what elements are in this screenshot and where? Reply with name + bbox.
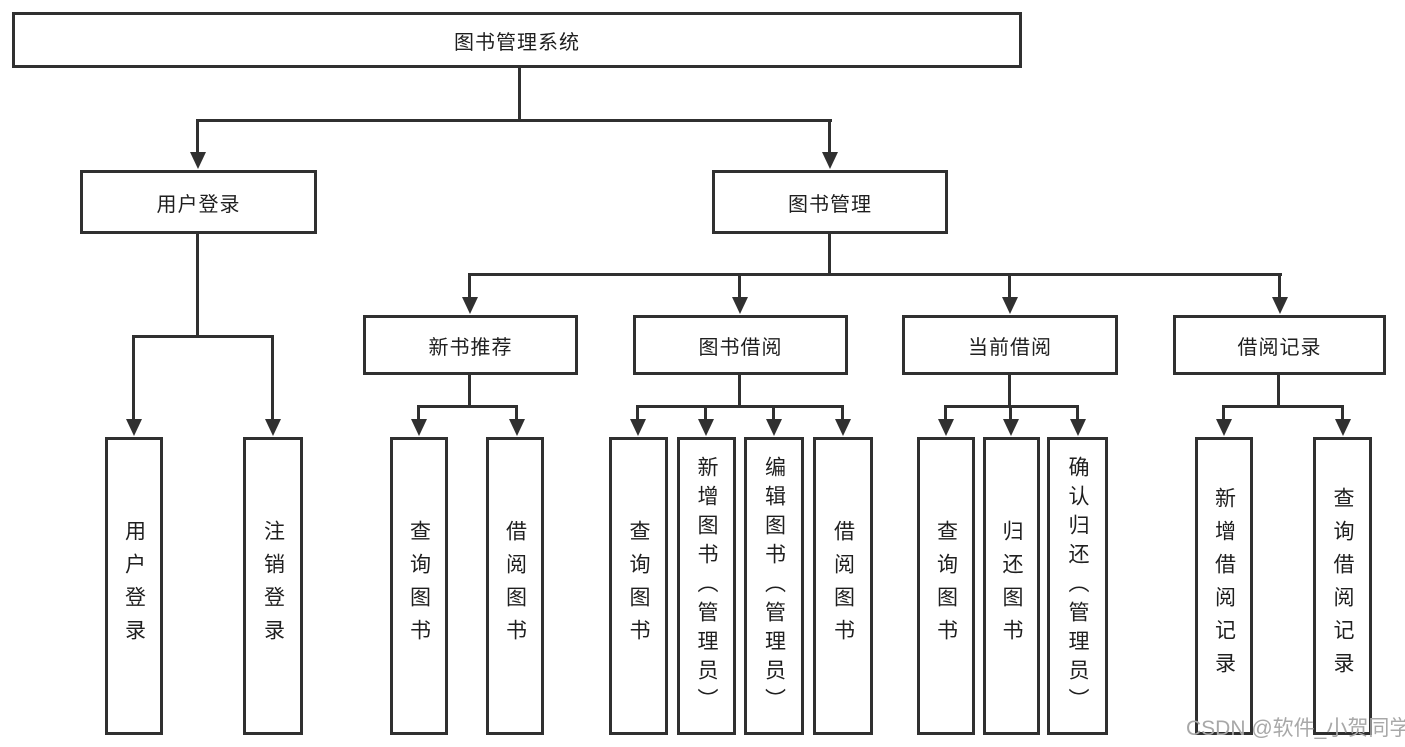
- connector-line: [468, 273, 1282, 276]
- node-label: 新书推荐: [428, 336, 513, 359]
- leaf-label: 借阅图书: [503, 520, 527, 652]
- leaf-add-books-admin: 新增图书（管理员）: [677, 437, 736, 735]
- node-user-login: 用户登录: [80, 170, 317, 234]
- leaf-label: 查询借阅记录: [1331, 487, 1354, 685]
- leaf-label: 注销登录: [261, 520, 285, 652]
- connector-line: [417, 405, 518, 408]
- arrow-down-icon: [1216, 419, 1232, 436]
- leaf-query-books: 查询图书: [390, 437, 448, 735]
- arrow-down-icon: [835, 419, 851, 436]
- connector-line: [196, 119, 199, 154]
- leaf-label: 用户登录: [122, 520, 146, 652]
- node-borrow-records: 借阅记录: [1173, 315, 1386, 375]
- arrow-down-icon: [822, 152, 838, 169]
- node-book-borrow: 图书借阅: [633, 315, 848, 375]
- node-new-book-recommend: 新书推荐: [363, 315, 578, 375]
- connector-line: [132, 335, 274, 338]
- leaf-edit-books-admin: 编辑图书（管理员）: [744, 437, 804, 735]
- connector-line: [704, 405, 707, 421]
- node-book-management: 图书管理: [712, 170, 948, 234]
- arrow-down-icon: [1272, 297, 1288, 314]
- arrow-down-icon: [938, 419, 954, 436]
- leaf-label: 确认归还（管理员）: [1066, 455, 1089, 717]
- connector-line: [1278, 273, 1281, 301]
- leaf-query-books: 查询图书: [917, 437, 975, 735]
- node-current-borrow: 当前借阅: [902, 315, 1118, 375]
- arrow-down-icon: [766, 419, 782, 436]
- connector-line: [515, 405, 518, 421]
- node-label: 用户登录: [156, 193, 241, 216]
- leaf-label: 新增借阅记录: [1212, 487, 1236, 685]
- arrow-down-icon: [698, 419, 714, 436]
- node-library-management-system: 图书管理系统: [12, 12, 1022, 68]
- leaf-return-books: 归还图书: [983, 437, 1040, 735]
- connector-line: [417, 405, 420, 421]
- connector-line: [828, 234, 831, 276]
- connector-line: [196, 234, 199, 338]
- leaf-logout: 注销登录: [243, 437, 303, 735]
- arrow-down-icon: [509, 419, 525, 436]
- leaf-label: 借阅图书: [831, 520, 855, 652]
- arrow-down-icon: [1070, 419, 1086, 436]
- leaf-borrow-books: 借阅图书: [813, 437, 873, 735]
- connector-line: [1009, 405, 1012, 421]
- connector-line: [1222, 405, 1225, 421]
- node-label: 图书借阅: [698, 336, 783, 359]
- arrow-down-icon: [411, 419, 427, 436]
- node-label: 图书管理系统: [454, 31, 580, 54]
- arrow-down-icon: [630, 419, 646, 436]
- arrow-down-icon: [1002, 297, 1018, 314]
- connector-line: [468, 273, 471, 301]
- connector-line: [1222, 405, 1344, 408]
- connector-line: [828, 119, 831, 154]
- connector-line: [1341, 405, 1344, 421]
- connector-line: [841, 405, 844, 421]
- connector-line: [1008, 375, 1011, 408]
- node-label: 图书管理: [788, 193, 872, 216]
- connector-line: [1076, 405, 1079, 421]
- arrow-down-icon: [462, 297, 478, 314]
- leaf-label: 归还图书: [1000, 520, 1023, 652]
- arrow-down-icon: [265, 419, 281, 436]
- connector-line: [132, 335, 135, 421]
- leaf-label: 新增图书（管理员）: [695, 455, 718, 717]
- leaf-confirm-return-admin: 确认归还（管理员）: [1047, 437, 1108, 735]
- leaf-query-borrow-record: 查询借阅记录: [1313, 437, 1372, 735]
- connector-line: [518, 68, 521, 122]
- arrow-down-icon: [1335, 419, 1351, 436]
- leaf-user-login: 用户登录: [105, 437, 163, 735]
- node-label: 借阅记录: [1237, 336, 1322, 359]
- connector-line: [738, 375, 741, 408]
- connector-line: [271, 335, 274, 421]
- connector-line: [738, 273, 741, 301]
- leaf-label: 编辑图书（管理员）: [762, 455, 786, 717]
- connector-line: [196, 119, 832, 122]
- connector-line: [636, 405, 639, 421]
- leaf-label: 查询图书: [627, 520, 650, 652]
- connector-line: [468, 375, 471, 408]
- leaf-add-borrow-record: 新增借阅记录: [1195, 437, 1253, 735]
- leaf-label: 查询图书: [407, 520, 431, 652]
- arrow-down-icon: [126, 419, 142, 436]
- connector-line: [772, 405, 775, 421]
- connector-line: [636, 405, 844, 408]
- arrow-down-icon: [732, 297, 748, 314]
- arrow-down-icon: [1003, 419, 1019, 436]
- connector-line: [1008, 273, 1011, 301]
- leaf-query-books: 查询图书: [609, 437, 668, 735]
- arrow-down-icon: [190, 152, 206, 169]
- node-label: 当前借阅: [968, 336, 1052, 359]
- connector-line: [944, 405, 947, 421]
- leaf-borrow-books: 借阅图书: [486, 437, 544, 735]
- connector-line: [1277, 375, 1280, 408]
- watermark: CSDN @软件_小贺同学: [1186, 717, 1405, 740]
- leaf-label: 查询图书: [934, 520, 958, 652]
